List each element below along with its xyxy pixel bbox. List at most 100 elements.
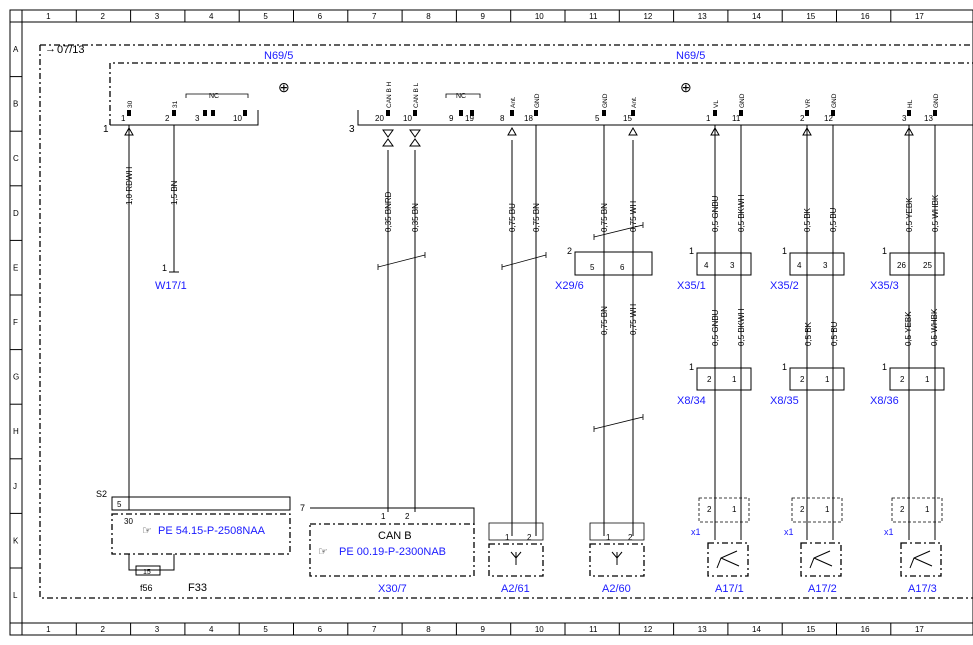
column-label-top: 12 [643, 12, 652, 21]
s2-label: S2 [96, 489, 107, 499]
s2-pin5: 5 [117, 500, 122, 509]
s2-box [111, 513, 291, 555]
column-label-bottom: 17 [915, 625, 924, 634]
pin-terminal [713, 110, 717, 116]
top-pin-label: 31 [172, 100, 179, 108]
column-label-bottom: 4 [209, 625, 214, 634]
column-label-bottom: 8 [426, 625, 431, 634]
column-label-top: 11 [589, 12, 598, 21]
row-label: G [13, 373, 19, 382]
w17-label: W17/1 [155, 280, 187, 292]
a17-box [900, 542, 942, 577]
pin-terminal [831, 110, 835, 116]
x35-label: X35/2 [770, 280, 799, 292]
wire-label-lower: 0,5 BKWH [737, 308, 746, 346]
x35-num: 1 [782, 246, 787, 256]
wire-label-lower: 0,75 BN [600, 306, 609, 335]
a17-amp-symbol [809, 550, 833, 569]
wire-label-lower: 0,75 WH [629, 304, 638, 335]
antenna-pin: 1 [606, 533, 611, 542]
x8-label: X8/34 [677, 395, 706, 407]
a17-pin: 1 [925, 505, 930, 514]
a17-connector [891, 497, 943, 523]
pin-number: 10 [233, 114, 242, 123]
column-label-top: 4 [209, 12, 214, 21]
top-pin-label: HL [907, 99, 914, 108]
top-pin-label: Ant. [631, 96, 638, 108]
column-label-top: 5 [263, 12, 268, 21]
x35-pin: 3 [730, 261, 735, 270]
antenna-icon [510, 551, 522, 565]
nc-pin [470, 110, 474, 116]
twisted-pair-mark [377, 252, 426, 270]
fuse-value: 15 [143, 569, 151, 576]
antenna-pin: 1 [505, 533, 510, 542]
wire-label-lower: 0,5 BU [830, 321, 839, 346]
antenna-box [589, 543, 645, 577]
pin-terminal [413, 110, 417, 116]
column-label-bottom: 7 [372, 625, 377, 634]
x35-pin: 3 [823, 261, 828, 270]
top-pin-label: VL [713, 100, 720, 108]
x8-pin: 1 [825, 375, 830, 384]
connector-1-bar [110, 110, 259, 126]
pin-number: 10 [403, 114, 412, 123]
reference-hand-icon: ☞ [142, 525, 152, 537]
n69-label-left: N69/5 [264, 50, 293, 62]
top-pin-label: GND [739, 93, 746, 108]
a17-x1: x1 [884, 527, 894, 537]
top-pin-label: CAN B L [413, 82, 420, 108]
pin-terminal [386, 110, 390, 116]
x35-pin: 4 [797, 261, 802, 270]
x35-pin: 4 [704, 261, 709, 270]
pin-terminal [907, 110, 911, 116]
pin-terminal [172, 110, 176, 116]
fuse-wire [128, 554, 175, 571]
pin-number: 18 [524, 114, 533, 123]
x8-num: 1 [782, 362, 787, 372]
a17-amp-symbol [909, 550, 933, 569]
row-label: F [13, 318, 18, 327]
x35-connector [789, 252, 845, 276]
nc-bracket-1 [185, 93, 249, 98]
column-label-bottom: 16 [861, 625, 870, 634]
pin-terminal [534, 110, 538, 116]
nc-pin [459, 110, 463, 116]
column-label-bottom: 10 [535, 625, 544, 634]
antenna-connector [589, 522, 645, 541]
n69-boundary [39, 44, 973, 599]
w17-pin: 1 [162, 263, 167, 273]
f33-label: F33 [188, 582, 207, 594]
a17-label: A17/2 [808, 583, 837, 595]
pin-number: 3 [195, 114, 200, 123]
column-label-top: 9 [481, 12, 486, 21]
column-label-bottom: 12 [643, 625, 652, 634]
column-label-bottom: 1 [46, 625, 51, 634]
row-label: L [13, 591, 18, 600]
x29-label: X29/6 [555, 280, 584, 292]
pin-number: 1 [121, 114, 126, 123]
f56-label: f56 [140, 583, 153, 593]
signal-arrow [507, 126, 517, 136]
x8-num: 1 [882, 362, 887, 372]
x8-label: X8/35 [770, 395, 799, 407]
column-label-top: 8 [426, 12, 431, 21]
row-label: B [13, 100, 18, 109]
x29-pin: 6 [620, 263, 625, 272]
x35-pin: 25 [923, 261, 932, 270]
x29-connector [574, 251, 653, 276]
a17-box [800, 542, 842, 577]
column-label-bottom: 15 [806, 625, 815, 634]
s2-pin30: 30 [124, 517, 133, 526]
x8-num: 1 [689, 362, 694, 372]
column-label-bottom: 5 [263, 625, 268, 634]
a17-box [707, 542, 749, 577]
nc-label-2: NC [456, 93, 466, 100]
nc-label-1: NC [209, 93, 219, 100]
wire-label-lower: 0,5 WHBK [930, 308, 939, 346]
wire-label-lower: 0,5 BK [804, 321, 813, 346]
connector-1-num: 1 [103, 124, 109, 135]
s2-connector [111, 496, 291, 511]
column-label-top: 7 [372, 12, 377, 21]
top-pin-label: GND [602, 93, 609, 108]
